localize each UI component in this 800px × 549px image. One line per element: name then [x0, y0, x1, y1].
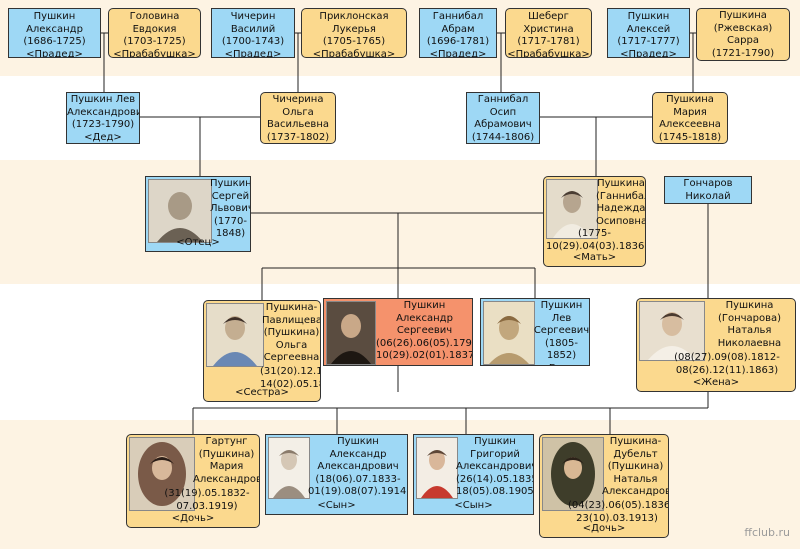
- person-name: Пушкина Мария Алексеевна: [659, 94, 721, 131]
- person-name: Приклонская Лукерья: [319, 11, 389, 35]
- person-role: <Жена>: [692, 377, 740, 389]
- person-dates: (1723-1790): [71, 119, 135, 131]
- person-grandmother-1[interactable]: Чичерина Ольга Васильевна (1737-1802) <Б…: [260, 92, 336, 144]
- person-name: Пушкина (Ганнибал) Надежда Осиповна: [596, 178, 646, 227]
- person-name: Гончаров Николай: [683, 178, 733, 202]
- person-dates: (06(26).06(05).1799-10(29).02(01).1837): [376, 337, 473, 362]
- portrait-photo: [483, 301, 535, 365]
- person-dates: (1805-1852): [545, 337, 578, 362]
- portrait-photo: [268, 437, 310, 499]
- person-name: Пушкин Александр: [26, 11, 83, 35]
- person-dates: (1703-1725): [123, 36, 186, 48]
- person-daughter-maria[interactable]: Гартунг (Пушкина) Мария Александровна (3…: [126, 434, 260, 528]
- person-role: <Дед>: [84, 131, 122, 143]
- person-role: <Прадед>: [26, 48, 83, 58]
- person-dates: (18(06).07.1833-01(19).08(07).1914): [308, 473, 408, 498]
- person-name: Пушкин Григорий Александрович: [456, 436, 534, 473]
- person-grandfather-2[interactable]: Ганнибал Осип Абрамович (1744-1806) <Дед…: [466, 92, 540, 144]
- person-name: Ганнибал Осип Абрамович: [474, 94, 532, 131]
- person-name: Пушкин Лев Сергеевич: [533, 300, 590, 337]
- person-name: Гартунг (Пушкина) Мария Александровна: [193, 436, 259, 485]
- person-name: Ганнибал Абрам: [432, 11, 484, 35]
- person-name: Чичерин Василий: [230, 11, 276, 35]
- person-son-alexander[interactable]: Пушкин Александр Александрович (18(06).0…: [265, 434, 408, 515]
- person-role: <Прабабушка>: [113, 48, 196, 58]
- person-dates: (31(20).12.1797-14(02).05.1868): [260, 366, 320, 390]
- person-role: <Прабабушка>: [507, 48, 590, 58]
- person-dates: (08(27).09(08).1812-08(26).12(11).1863): [674, 352, 780, 376]
- person-role: <Дочь>: [171, 513, 215, 525]
- person-role: <Сестра>: [235, 387, 289, 399]
- person-name: Шеберг Христина: [523, 11, 574, 35]
- person-role: <Прадед>: [620, 48, 677, 58]
- person-name: Пушкин Лев Александрович: [67, 94, 139, 118]
- person-role: <Брат>: [533, 363, 589, 365]
- person-name: Пушкина (Ржевская) Сарра: [713, 10, 773, 47]
- person-father[interactable]: Пушкин Сергей Львович (1770-1848) <Отец>: [145, 176, 251, 252]
- person-dates: (1737-1802): [266, 131, 330, 143]
- portrait-photo: [542, 437, 604, 511]
- person-dates: (1770-1848): [214, 215, 247, 240]
- person-name: Головина Евдокия: [129, 11, 180, 35]
- person-name: Пушкин Александр Александрович: [317, 436, 399, 473]
- person-role: <Сын>: [454, 500, 493, 512]
- portrait-photo: [326, 301, 376, 365]
- person-father-in-law[interactable]: Гончаров Николай <Тесть>: [664, 176, 752, 204]
- person-role: <Прабабушка>: [697, 60, 789, 61]
- person-name: Чичерина Ольга Васильевна: [267, 94, 329, 131]
- portrait-photo: [206, 303, 264, 367]
- person-dates: (1721-1790): [711, 47, 775, 59]
- person-son-grigory[interactable]: Пушкин Григорий Александрович (26(14).05…: [413, 434, 534, 515]
- person-dates: (1717-1777): [617, 36, 680, 48]
- person-great-grandmother-4[interactable]: Пушкина (Ржевская) Сарра (1721-1790) <Пр…: [696, 8, 790, 61]
- person-dates: (31(19).05.1832-07.03.1919): [164, 488, 250, 512]
- person-alexander-pushkin[interactable]: Пушкин Александр Сергеевич (06(26).06(05…: [323, 298, 473, 366]
- person-great-grandmother-3[interactable]: Шеберг Христина (1717-1781) <Прабабушка>: [505, 8, 592, 58]
- person-great-grandfather-2[interactable]: Чичерин Василий (1700-1743) <Прадед>: [211, 8, 295, 58]
- person-dates: (1705-1765): [322, 36, 386, 48]
- person-great-grandfather-4[interactable]: Пушкин Алексей (1717-1777) <Прадед>: [607, 8, 690, 58]
- person-role: <Отец>: [176, 237, 220, 249]
- person-role: <Мать>: [572, 252, 617, 264]
- person-great-grandfather-1[interactable]: Пушкин Александр (1686-1725) <Прадед>: [8, 8, 101, 58]
- person-dates: (1744-1806): [471, 131, 535, 143]
- person-great-grandfather-3[interactable]: Ганнибал Абрам (1696-1781) <Прадед>: [419, 8, 497, 58]
- person-dates: (1700-1743): [221, 36, 285, 48]
- portrait-photo: [639, 301, 705, 361]
- person-dates: (1745-1818): [658, 131, 722, 143]
- portrait-photo: [546, 179, 598, 239]
- portrait-photo: [129, 437, 195, 511]
- person-dates: (1696-1781): [426, 36, 490, 48]
- person-grandmother-2[interactable]: Пушкина Мария Алексеевна (1745-1818) <Ба…: [652, 92, 728, 144]
- person-role: <Дочь>: [582, 523, 626, 535]
- person-name: Пушкина-Павлищева (Пушкина) Ольга Сергее…: [262, 302, 321, 364]
- person-role: <Прадед>: [429, 48, 487, 58]
- person-great-grandmother-2[interactable]: Приклонская Лукерья (1705-1765) <Прабабу…: [301, 8, 407, 58]
- person-dates: (04(23).06(05).1836-23(10).03.1913): [568, 500, 669, 524]
- person-name: Пушкина (Гончарова) Наталья Николаевна: [717, 300, 782, 349]
- person-great-grandmother-1[interactable]: Головина Евдокия (1703-1725) <Прабабушка…: [108, 8, 201, 58]
- person-name: Пушкин Алексей: [626, 11, 671, 35]
- person-daughter-natalia[interactable]: Пушкина-Дубельт (Пушкина) Наталья Алекса…: [539, 434, 669, 538]
- portrait-photo: [148, 179, 212, 243]
- person-role: <Прабабушка>: [312, 48, 396, 58]
- person-role: <Сын>: [317, 500, 356, 512]
- person-name: Пушкин Сергей Львович: [210, 178, 251, 215]
- person-dates: (1686-1725): [23, 36, 86, 48]
- person-grandfather-1[interactable]: Пушкин Лев Александрович (1723-1790) <Де…: [66, 92, 140, 144]
- watermark: ffclub.ru: [744, 526, 790, 539]
- person-brother[interactable]: Пушкин Лев Сергеевич (1805-1852) <Брат>: [480, 298, 590, 366]
- person-role: <Прадед>: [224, 48, 282, 58]
- person-mother[interactable]: Пушкина (Ганнибал) Надежда Осиповна (177…: [543, 176, 646, 267]
- portrait-photo: [416, 437, 458, 499]
- person-dates: (1717-1781): [517, 36, 580, 48]
- person-sister[interactable]: Пушкина-Павлищева (Пушкина) Ольга Сергее…: [203, 300, 321, 402]
- person-wife[interactable]: Пушкина (Гончарова) Наталья Николаевна (…: [636, 298, 796, 392]
- person-role: <Тесть>: [665, 203, 751, 204]
- person-dates: (1775-10(29).04(03).1836): [546, 228, 646, 252]
- person-name: Пушкин Александр Сергеевич: [396, 300, 453, 337]
- person-dates: (26(14).05.1835-18(05).08.1905): [456, 473, 534, 498]
- person-name: Пушкина-Дубельт (Пушкина) Наталья Алекса…: [602, 436, 668, 498]
